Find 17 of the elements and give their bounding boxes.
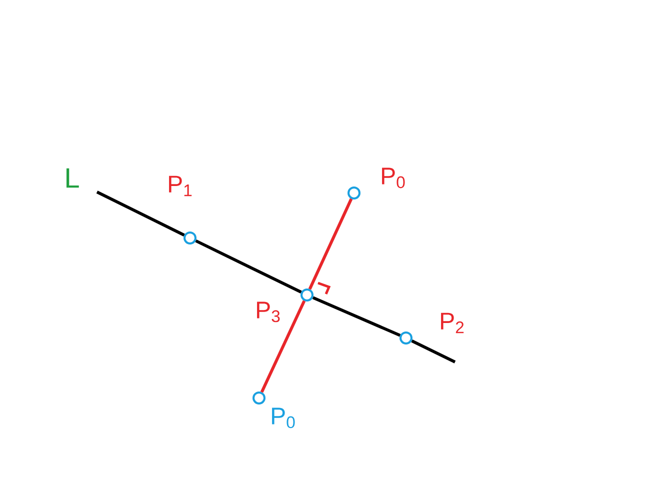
point-label: P$_{0}$ xyxy=(272,408,295,428)
line-segment xyxy=(195,239,302,294)
line-segment xyxy=(308,198,353,290)
point-marker xyxy=(400,332,412,344)
point-marker xyxy=(300,288,314,302)
point-marker xyxy=(184,232,196,244)
line-segment xyxy=(312,296,401,337)
line-segment xyxy=(411,340,456,364)
point-label: P$_{0}$ xyxy=(382,168,405,188)
point-marker xyxy=(348,186,360,200)
point-label: P$_{2}$ xyxy=(441,312,464,334)
point-label: P$_{1}$ xyxy=(169,176,192,196)
line-segment xyxy=(96,190,185,236)
line-segment xyxy=(260,300,306,393)
point-label: P$_{3}$ xyxy=(257,302,280,322)
point-marker xyxy=(252,391,266,404)
line-label: L xyxy=(66,168,79,188)
